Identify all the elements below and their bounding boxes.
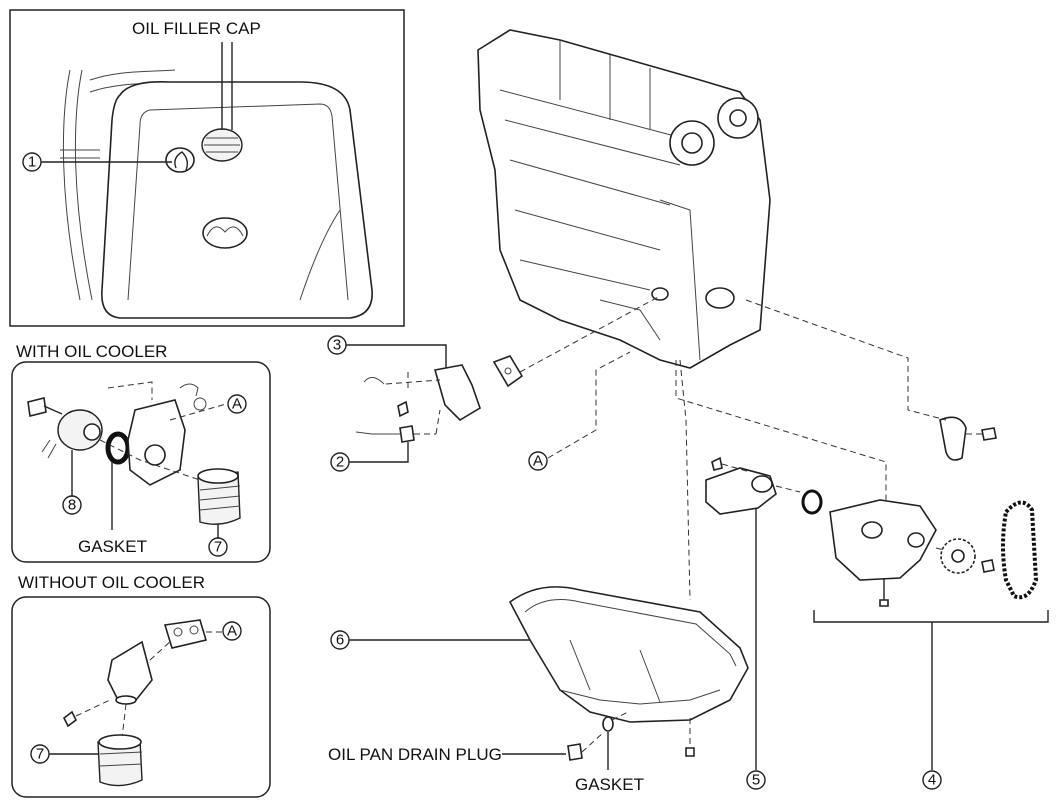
engine-block xyxy=(477,29,771,369)
svg-text:7: 7 xyxy=(214,539,222,556)
callout-2: 2 xyxy=(330,442,409,472)
callout-3: 3 xyxy=(327,335,447,368)
svg-text:3: 3 xyxy=(333,337,341,354)
svg-text:4: 4 xyxy=(928,772,936,789)
without-oil-cooler-title: WITHOUT OIL COOLER xyxy=(18,573,205,592)
with-oil-cooler-title: WITH OIL COOLER xyxy=(16,342,167,361)
callout-7-nocooler: 7 xyxy=(30,744,98,764)
svg-text:A: A xyxy=(533,453,543,470)
svg-text:5: 5 xyxy=(752,772,760,789)
gasket-drain-label: GASKET xyxy=(575,775,644,794)
callout-8: 8 xyxy=(62,450,82,515)
svg-text:A: A xyxy=(232,396,242,413)
gasket-cooler-label: GASKET xyxy=(78,537,147,556)
callout-4: 4 xyxy=(813,610,1049,790)
engine-cover-inset xyxy=(9,9,405,327)
svg-text:6: 6 xyxy=(336,632,344,649)
with-oil-cooler-inset xyxy=(11,361,271,563)
callout-6: 6 xyxy=(330,630,530,650)
callout-ref-a-nocooler: A xyxy=(206,621,242,641)
oil-pan xyxy=(508,359,749,757)
svg-text:1: 1 xyxy=(28,154,36,171)
chain-guide xyxy=(745,299,997,461)
svg-text:7: 7 xyxy=(36,746,44,763)
callout-ref-a-main: A xyxy=(528,351,631,471)
oil-control-valve xyxy=(355,295,661,443)
callout-ref-a-cooler: A xyxy=(227,394,247,414)
callout-1: 1 xyxy=(22,152,172,172)
without-oil-cooler-inset xyxy=(11,596,271,798)
oil-pump-sprocket xyxy=(935,538,995,574)
oil-filler-cap-label: OIL FILLER CAP xyxy=(132,19,261,38)
oil-pump-chain xyxy=(1001,500,1039,600)
callout-7-cooler: 7 xyxy=(208,524,228,557)
oil-pump xyxy=(675,360,937,607)
svg-text:2: 2 xyxy=(336,454,344,471)
drain-plug xyxy=(567,711,629,761)
oil-pan-drain-plug-label: OIL PAN DRAIN PLUG xyxy=(328,745,502,764)
callout-5: 5 xyxy=(746,508,766,790)
svg-text:A: A xyxy=(227,623,237,640)
oil-strainer xyxy=(705,456,823,515)
svg-text:8: 8 xyxy=(68,497,76,514)
